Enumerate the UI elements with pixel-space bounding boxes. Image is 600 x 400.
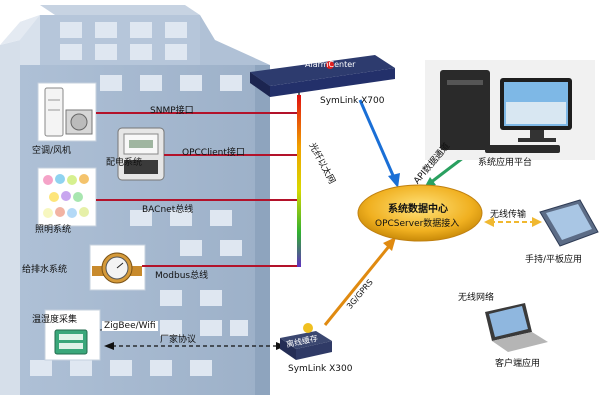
env-label: 温湿度采集 xyxy=(32,315,78,325)
desktop-computer-icon xyxy=(425,60,595,160)
data-center-title: 系统数据中心 xyxy=(388,204,448,215)
water-label: 给排水系统 xyxy=(22,265,68,275)
data-center-ellipse xyxy=(357,184,483,242)
hvac-icon xyxy=(44,87,93,137)
fiber-arrow xyxy=(358,99,400,188)
data-center-subtitle: OPCServer数据接入 xyxy=(375,219,460,229)
building xyxy=(0,5,270,395)
bacnet-bus-label: BACnet总线 xyxy=(142,205,194,215)
light-bulbs-icon xyxy=(43,174,89,218)
modbus-bus-label: Modbus总线 xyxy=(155,271,209,281)
client-label: 客户端应用 xyxy=(495,359,541,369)
wireless-arrow xyxy=(484,217,542,227)
zigbee-label: ZigBee/Wifi xyxy=(102,321,158,331)
symlink-x700-label: SymLink X700 xyxy=(320,96,385,106)
handheld-label: 手持/平板应用 xyxy=(525,255,583,265)
symlink-x700-device xyxy=(250,55,395,97)
wireless-transmission-label: 无线传输 xyxy=(490,210,527,220)
sensor-module-icon xyxy=(54,329,88,355)
wireless-network-label: 无线网络 xyxy=(458,293,495,303)
symlink-x300-label: SymLink X300 xyxy=(288,364,353,374)
lighting-label: 照明系统 xyxy=(35,225,72,235)
tablet-icon xyxy=(539,199,599,247)
power-label: 配电系统 xyxy=(106,158,143,168)
hvac-label: 空调/风机 xyxy=(32,146,72,156)
snmp-interface-label: SNMP接口 xyxy=(150,106,194,116)
alarm-center-label: AlarmCenter xyxy=(305,60,356,69)
platform-label: 系统应用平台 xyxy=(478,158,533,168)
power-meter-icon xyxy=(117,127,165,181)
water-meter-icon xyxy=(92,252,142,284)
opcclient-interface-label: OPCClient接口 xyxy=(182,148,245,158)
gprs-arrow xyxy=(323,237,396,326)
symlink-x300-device xyxy=(280,323,332,360)
bus-lines xyxy=(96,82,301,267)
vendor-protocol-label: 厂家协议 xyxy=(160,335,197,345)
laptop-icon xyxy=(485,303,548,352)
